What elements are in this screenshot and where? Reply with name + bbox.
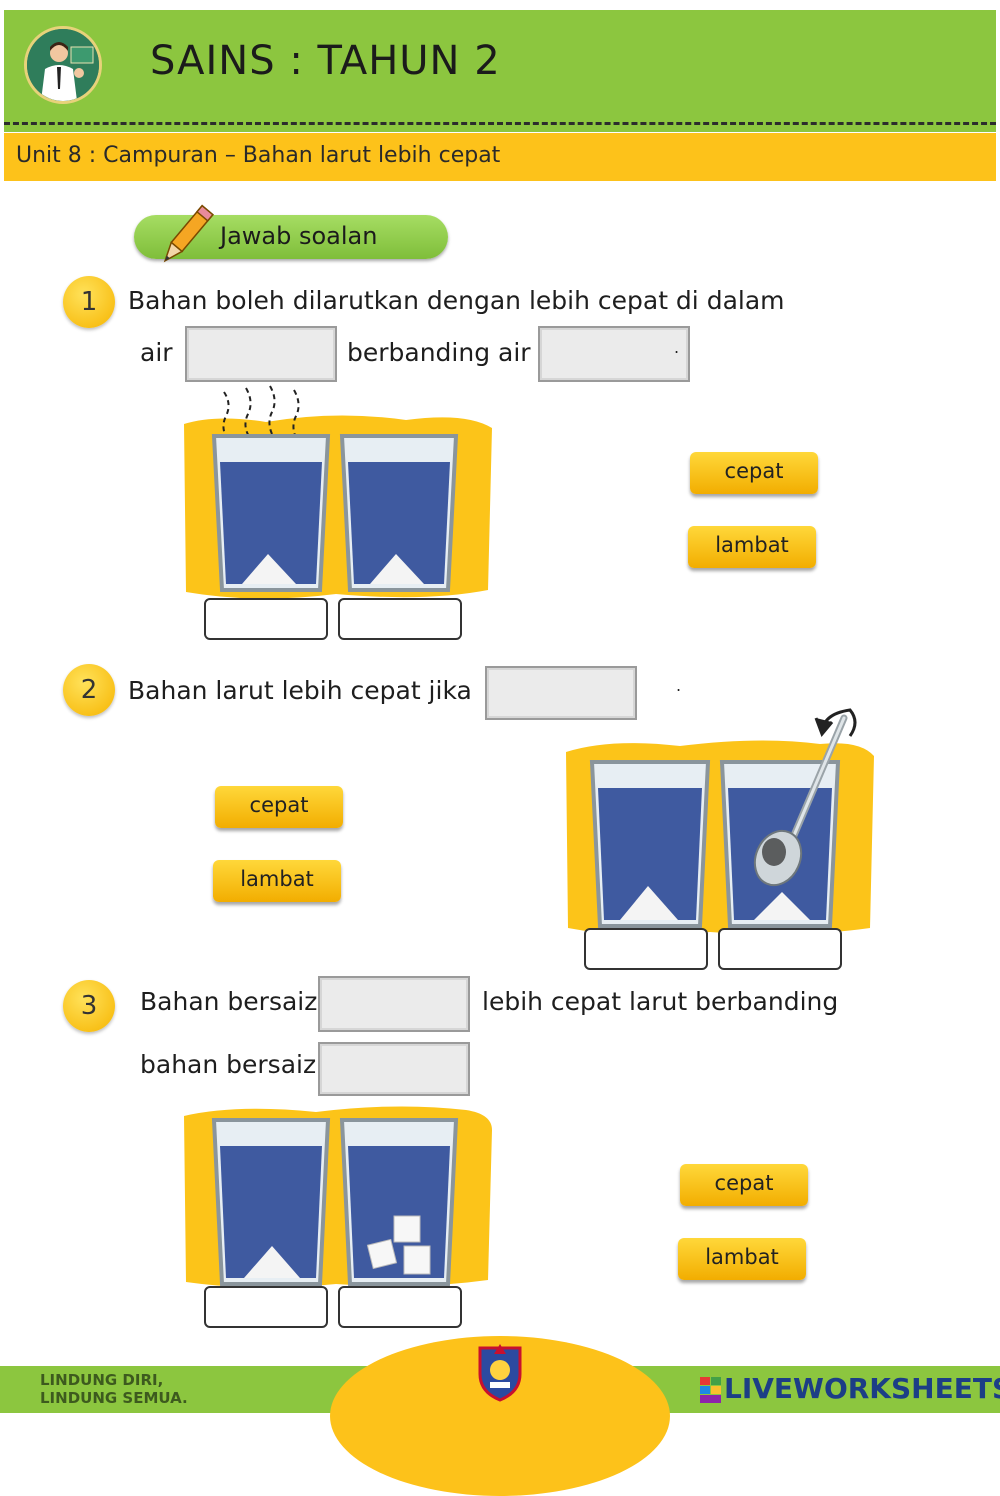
q1-glass-label-2[interactable] <box>338 598 462 640</box>
q3-text-line1: Bahan bersaiz <box>140 987 318 1016</box>
unit-band <box>4 133 996 181</box>
q1-answer-blank-2[interactable] <box>538 326 690 382</box>
q3-text-middle: lebih cepat larut berbanding <box>482 987 839 1016</box>
spoon-icon <box>753 714 848 887</box>
school-crest-icon <box>472 1340 528 1406</box>
question-number-1: 1 <box>63 276 115 328</box>
q2-glass-label-1[interactable] <box>584 928 708 970</box>
q1-option-lambat[interactable]: lambat <box>688 526 816 568</box>
q1-glasses-illustration <box>176 380 496 614</box>
q3-glasses-illustration <box>176 1100 496 1304</box>
question-number-3: 3 <box>63 980 115 1032</box>
slogan-line-2: LINDUNG SEMUA. <box>40 1389 188 1407</box>
q2-text: Bahan larut lebih cepat jika <box>128 676 472 705</box>
q3-text-line2: bahan bersaiz <box>140 1050 317 1079</box>
q3-glass-label-1[interactable] <box>204 1286 328 1328</box>
q2-glass-label-2[interactable] <box>718 928 842 970</box>
slogan-line-1: LINDUNG DIRI, <box>40 1371 164 1389</box>
unit-subtitle: Unit 8 : Campuran – Bahan larut lebih ce… <box>16 143 501 168</box>
q3-option-cepat[interactable]: cepat <box>680 1164 808 1206</box>
q2-text-period: . <box>676 676 682 695</box>
q2-glasses-illustration <box>560 700 880 944</box>
pencil-icon <box>150 200 220 278</box>
footer-slogan: LINDUNG DIRI, LINDUNG SEMUA. <box>40 1371 188 1407</box>
question-number-2: 2 <box>63 664 115 716</box>
header-divider <box>4 122 996 125</box>
q1-text-line1: Bahan boleh dilarutkan dengan lebih cepa… <box>128 286 785 315</box>
q2-answer-blank[interactable] <box>485 666 637 720</box>
brand-name[interactable]: LIVEWORKSHEETS <box>724 1372 1000 1405</box>
q2-option-lambat[interactable]: lambat <box>213 860 341 902</box>
q1-answer-blank-1[interactable] <box>185 326 337 382</box>
instruction-text: Jawab soalan <box>220 222 378 250</box>
page-title: SAINS : TAHUN 2 <box>150 38 501 84</box>
q3-option-lambat[interactable]: lambat <box>678 1238 806 1280</box>
stir-arrow-icon <box>814 708 857 737</box>
q3-answer-blank-2[interactable] <box>318 1042 470 1096</box>
q1-text-air: air <box>140 338 173 367</box>
q3-glass-label-2[interactable] <box>338 1286 462 1328</box>
q3-answer-blank-1[interactable] <box>318 976 470 1032</box>
q2-option-cepat[interactable]: cepat <box>215 786 343 828</box>
q1-glass-label-1[interactable] <box>204 598 328 640</box>
q1-text-period: . <box>674 338 680 357</box>
q1-text-berbanding: berbanding air <box>347 338 531 367</box>
q1-option-cepat[interactable]: cepat <box>690 452 818 494</box>
header-band <box>4 10 996 132</box>
teacher-avatar-icon <box>24 26 102 104</box>
liveworksheets-logo-icon <box>700 1377 722 1409</box>
